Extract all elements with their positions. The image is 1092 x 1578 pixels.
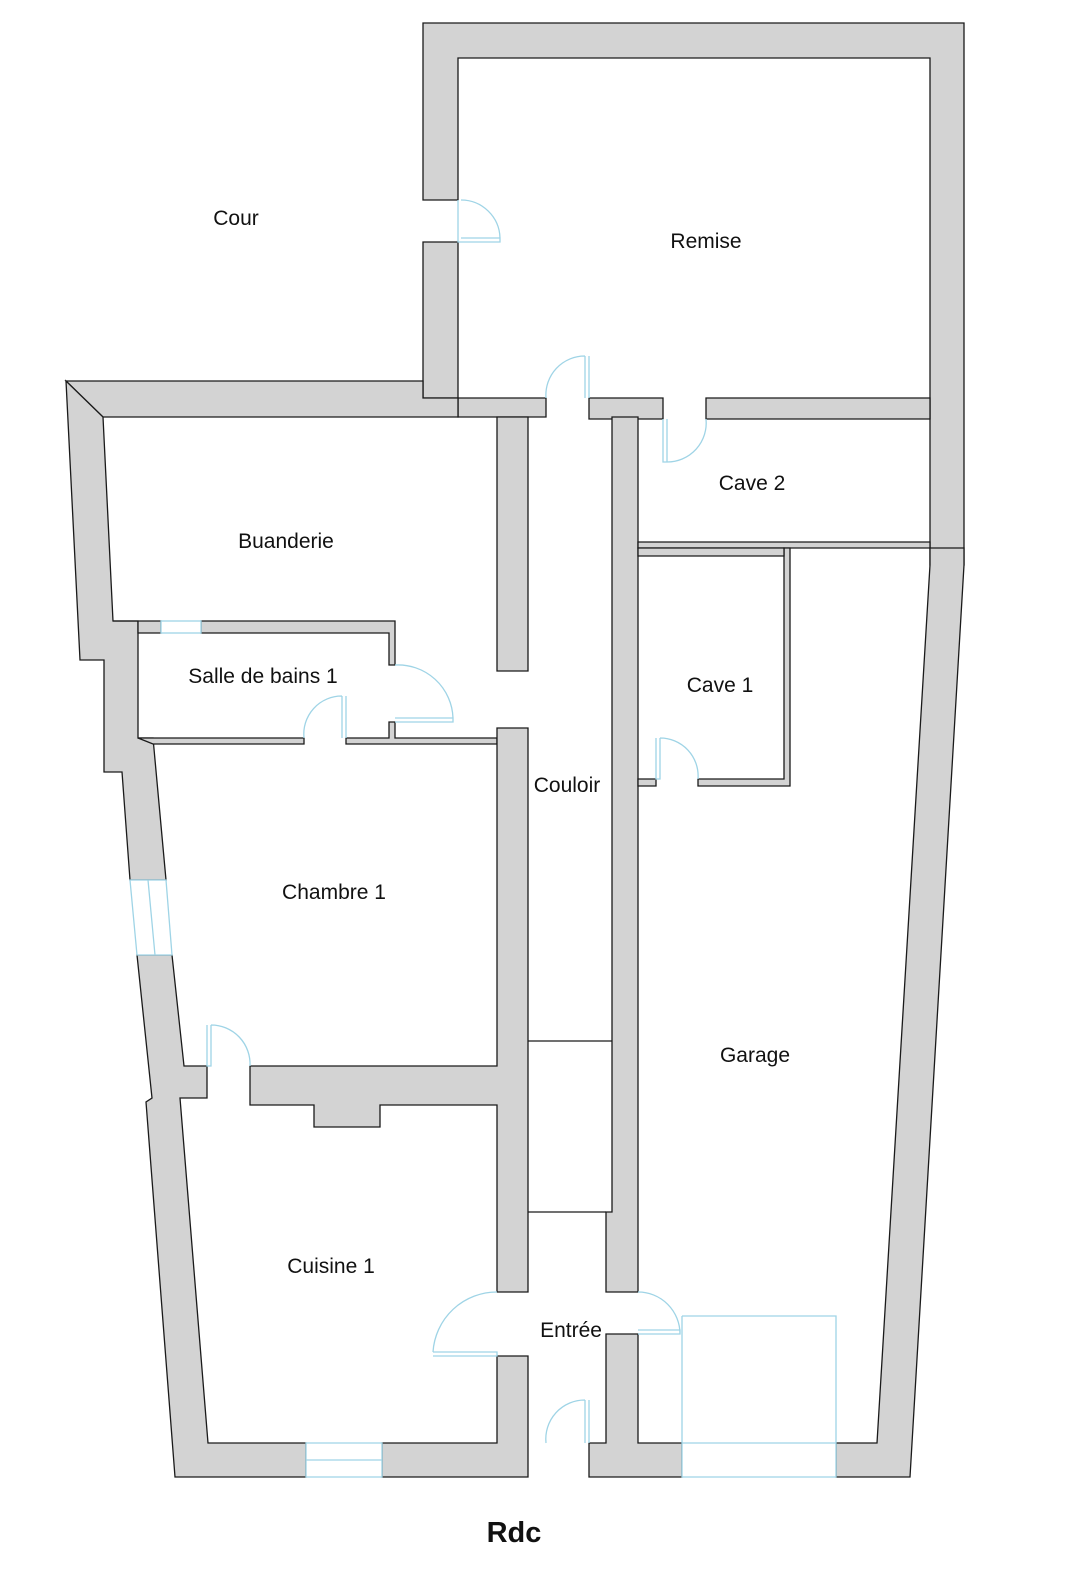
wall-entree-east — [588, 1333, 683, 1478]
walls — [64, 22, 965, 1478]
label-entree: Entrée — [540, 1319, 602, 1342]
wall-couloir-east — [605, 416, 639, 1293]
door-cour-remise — [457, 199, 501, 243]
wall-couloir-west-upper — [496, 416, 529, 672]
wall-remise-south-a — [457, 397, 547, 418]
wall-bains-south-b — [345, 721, 498, 745]
door-salle-bains — [394, 664, 454, 723]
label-remise: Remise — [670, 230, 741, 253]
label-cave1: Cave 1 — [687, 674, 754, 697]
label-salle-de-bains: Salle de bains 1 — [188, 665, 337, 688]
garage-door — [681, 1315, 837, 1478]
wall-cave1-east — [697, 547, 791, 787]
window-cuisine — [305, 1442, 383, 1478]
wall-west-north — [64, 380, 459, 418]
label-buanderie: Buanderie — [238, 530, 334, 553]
wall-bains-south-a — [137, 737, 305, 745]
window-chambre — [129, 879, 173, 956]
doors — [206, 199, 707, 1444]
door-chambre-cuisine — [206, 1024, 251, 1067]
window-buanderie — [160, 620, 202, 634]
door-cave2 — [662, 418, 707, 463]
windows — [129, 620, 837, 1478]
door-remise-couloir — [545, 355, 590, 399]
wall-buanderie-south — [113, 620, 162, 634]
door-chambre-bains — [303, 695, 347, 739]
label-cave2: Cave 2 — [719, 472, 786, 495]
wall-cuisine-south — [381, 1355, 529, 1478]
plan-title: Rdc — [487, 1517, 542, 1549]
label-garage: Garage — [720, 1044, 790, 1067]
label-couloir: Couloir — [534, 774, 601, 797]
wall-remise-south-c — [705, 397, 931, 420]
label-cuisine: Cuisine 1 — [287, 1255, 375, 1278]
wall-couloir-west-lower — [249, 727, 529, 1293]
wall-remise-south-b — [588, 397, 664, 420]
wall-cave1-south-a — [637, 778, 657, 787]
wall-buanderie-south-b — [200, 620, 396, 666]
door-entree-garage — [637, 1291, 681, 1335]
partition-lines — [528, 1040, 612, 1213]
wall-cave2-south — [637, 541, 931, 549]
wall-garage-east — [835, 547, 965, 1478]
door-cuisine-entree — [432, 1291, 498, 1357]
door-cave1 — [655, 737, 699, 780]
wall-cave1-north — [637, 547, 785, 557]
wall-west-lower — [136, 954, 307, 1478]
wall-remise-west — [422, 241, 459, 399]
door-main-entrance — [545, 1399, 590, 1444]
wall-remise-shell — [422, 22, 965, 566]
room-labels: Cour Remise Buanderie Cave 2 Salle de ba… — [188, 207, 790, 1342]
label-chambre: Chambre 1 — [282, 881, 386, 904]
label-cour: Cour — [213, 207, 259, 230]
